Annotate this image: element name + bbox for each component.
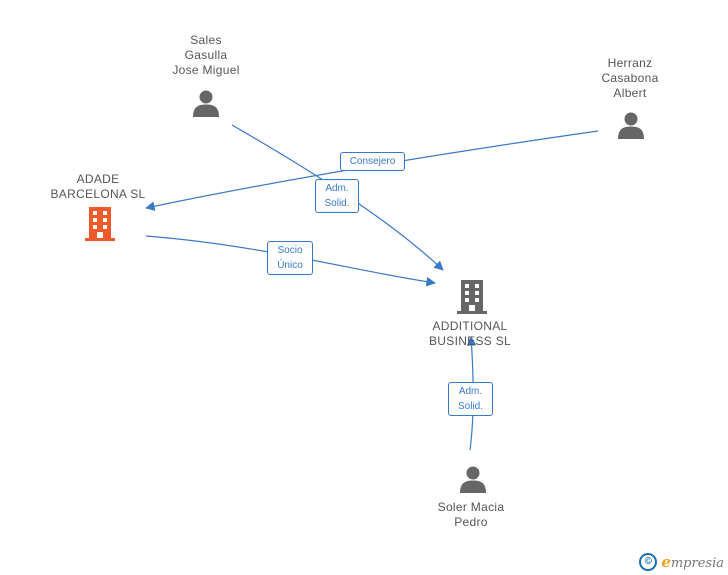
- node-label-additional[interactable]: ADDITIONAL BUSINESS SL: [410, 319, 530, 349]
- building-icon: [457, 280, 487, 314]
- edge-label-adm-solid[interactable]: Adm. Solid.: [315, 179, 359, 213]
- edge-label-consejero[interactable]: Consejero: [340, 152, 405, 171]
- node-label-sales[interactable]: Sales Gasulla Jose Miguel: [156, 33, 256, 78]
- node-label-line: Albert: [613, 86, 647, 100]
- node-label-line: Sales: [190, 33, 222, 47]
- brand-logo[interactable]: empresia: [661, 553, 724, 571]
- edge-label-socio-unico[interactable]: Socio Único: [267, 241, 313, 275]
- edge-label-line: Adm.: [458, 386, 483, 397]
- person-icon: [193, 90, 219, 117]
- person-icon: [618, 112, 644, 139]
- edge-label-adm-solid[interactable]: Adm. Solid.: [448, 382, 493, 416]
- node-label-soler[interactable]: Soler Macia Pedro: [421, 500, 521, 530]
- node-label-line: BUSINESS SL: [429, 334, 511, 348]
- node-label-line: Herranz: [607, 56, 653, 70]
- footer-brand: © empresia: [639, 553, 724, 571]
- node-label-line: Jose Miguel: [172, 63, 240, 77]
- node-label-adade[interactable]: ADADE BARCELONA SL: [38, 172, 158, 202]
- person-icon: [460, 466, 486, 493]
- node-label-herranz[interactable]: Herranz Casabona Albert: [580, 56, 680, 101]
- node-label-line: Soler Macia: [437, 500, 505, 514]
- node-label-line: ADADE: [76, 172, 120, 186]
- node-label-line: Pedro: [454, 515, 488, 529]
- node-label-line: Casabona: [601, 71, 659, 85]
- node-label-line: ADDITIONAL: [432, 319, 508, 333]
- edge-label-line: Adm.: [325, 183, 349, 194]
- node-label-line: BARCELONA SL: [50, 187, 146, 201]
- edge-label-line: Solid.: [457, 401, 483, 412]
- edge-label-line: Consejero: [349, 156, 396, 167]
- edge-label-line: Socio: [277, 245, 303, 256]
- copyright-icon: ©: [639, 553, 658, 571]
- building-icon: [85, 207, 115, 241]
- edge-label-line: Único: [277, 260, 303, 271]
- edge-label-line: Solid.: [324, 198, 350, 209]
- node-label-line: Gasulla: [184, 48, 228, 62]
